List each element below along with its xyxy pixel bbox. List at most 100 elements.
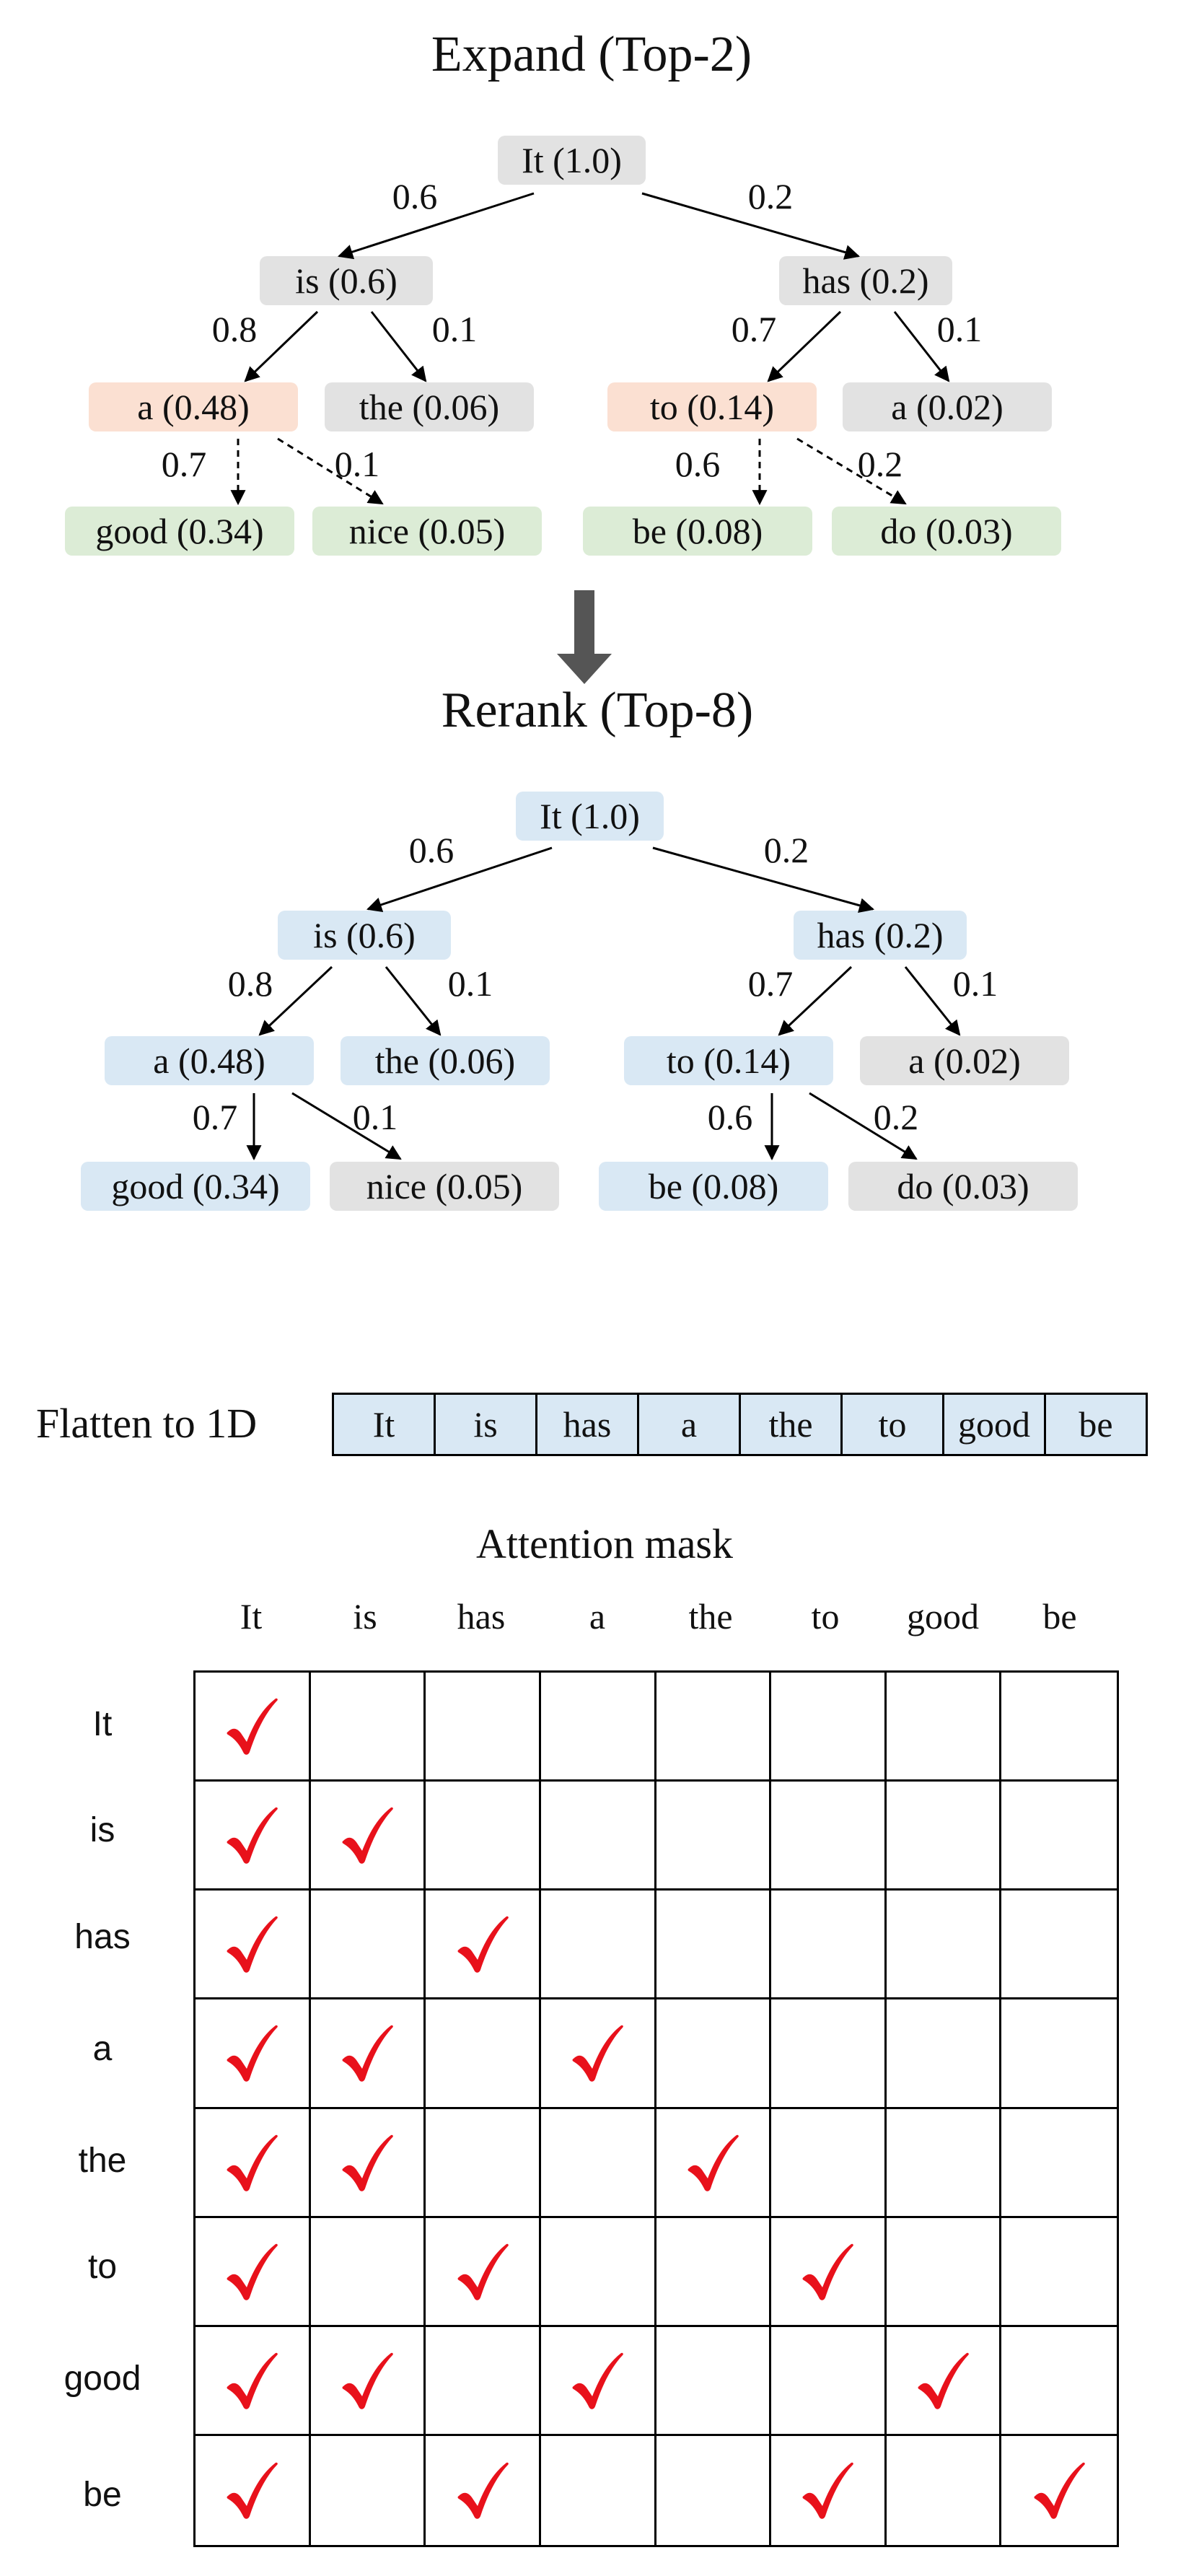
expand-edge-root-is [338,192,535,260]
checkmark-icon [918,2352,969,2409]
checkmark-icon [227,2025,278,2082]
expand-edge-is-a [244,310,319,382]
checkmark-icon [1034,2463,1086,2520]
mask-cell [771,1782,887,1891]
mask-cell [656,2435,772,2545]
mask-cell [771,2108,887,2218]
mask-cell [426,2326,541,2436]
mask-cell [310,1999,426,2109]
mask-cell [771,2435,887,2545]
mask-cell [196,1782,311,1891]
mask-cell [540,2326,656,2436]
flat-token: good [944,1395,1046,1454]
flat-token: be [1079,1404,1113,1445]
checkmark-icon [227,2134,278,2191]
mask-cell [886,1999,1002,2109]
mask-cell [196,2435,311,2545]
mask-row-header: is [89,1811,115,1849]
expand-edges [230,192,950,506]
expand-edge-is-the [370,311,427,382]
flat-token: to [843,1395,944,1454]
expand-edge-has-to [767,310,842,382]
mask-cell [540,1782,656,1891]
expand-edge-label-has-a: 0.1 [936,309,983,349]
flat-token: has [537,1395,639,1454]
mask-col-header: be [1042,1596,1077,1637]
checkmark-icon [572,2352,624,2409]
flatten-sequence: It is has a the to good be [332,1393,1148,1456]
checkmark-icon [227,1807,278,1864]
mask-cell [656,1673,772,1782]
expand-edge-label-root-has: 0.2 [747,176,794,216]
rerank-edge-label-to-do: 0.2 [873,1097,919,1137]
mask-cell [540,1891,656,2000]
mask-cell [310,1782,426,1891]
mask-cell [771,1891,887,2000]
mask-cell [771,2217,887,2327]
mask-cell [426,2108,541,2218]
rerank-edge-label-a-good: 0.7 [192,1097,238,1137]
mask-row-header: the [78,2142,127,2180]
expand-node-be: be (0.08) [583,507,812,556]
mask-cell [310,1673,426,1782]
rerank-edge-label-has-a: 0.1 [952,963,998,1004]
mask-col-header: to [811,1596,840,1637]
mask-cell [310,2326,426,2436]
mask-cell [310,2217,426,2327]
mask-col-header: has [457,1596,506,1637]
mask-cell [886,1891,1002,2000]
rerank-edges [246,846,961,1161]
rerank-edge-root-is [366,846,553,912]
mask-cell [1001,2218,1117,2327]
mask-cell [540,1673,656,1782]
rerank-title: Rerank (Top-8) [441,683,754,738]
checkmark-icon [802,2463,854,2520]
expand-edge-label-is-the: 0.1 [431,309,478,349]
mask-cell [1001,1673,1117,1782]
expand-edge-label-to-be: 0.6 [675,444,721,484]
rerank-edge-has-to [778,965,853,1036]
expand-edge-label-is-a: 0.8 [211,309,258,349]
mask-cell [887,2435,1002,2545]
rerank-node-be: be (0.08) [599,1162,828,1211]
attention-mask-title: Attention mask [475,1520,734,1567]
mask-row-header: good [63,2360,141,2398]
mask-cell [311,2435,426,2545]
checkmark-icon [227,2463,278,2520]
expand-node-nice: nice (0.05) [312,507,542,556]
expand-node-good: good (0.34) [65,507,294,556]
mask-cell [656,2326,772,2436]
checkmark-icon [802,2243,854,2300]
expand-node-has: has (0.2) [779,256,952,305]
rerank-edge-root-has [652,846,875,914]
attention-mask-grid [193,1670,1119,2547]
mask-col-header: a [589,1596,606,1637]
rerank-edge-has-a [904,966,961,1036]
mask-cell [196,1999,311,2109]
mask-row-header: has [74,1918,131,1956]
rerank-edge-to-do [809,1092,918,1160]
rerank-edge-label-is-a: 0.8 [227,963,273,1004]
expand-node-a-right: a (0.02) [843,382,1052,431]
mask-cell [426,1891,541,2000]
mask-cell [886,1673,1002,1782]
checkmark-icon [227,1698,278,1755]
mask-cell [426,1999,541,2109]
checkmark-icon [572,2025,624,2082]
rerank-node-a-right: a (0.02) [860,1036,1069,1085]
rerank-node-nice: nice (0.05) [330,1162,559,1211]
mask-cell [426,1673,541,1782]
rerank-node-good: good (0.34) [81,1162,310,1211]
expand-edge-label-to-do: 0.2 [857,444,903,484]
rerank-edge-label-to-be: 0.6 [707,1097,753,1137]
mask-cell [196,2108,311,2218]
expand-edge-label-a-good: 0.7 [161,444,207,484]
flat-token: a [639,1395,741,1454]
mask-cell [771,2326,887,2436]
mask-cell [886,2217,1002,2327]
mask-cell [1001,2436,1117,2545]
checkmark-icon [342,1807,393,1864]
flat-token: is [436,1395,537,1454]
expand-edge-has-a [893,311,950,382]
mask-cell [1001,2327,1117,2436]
